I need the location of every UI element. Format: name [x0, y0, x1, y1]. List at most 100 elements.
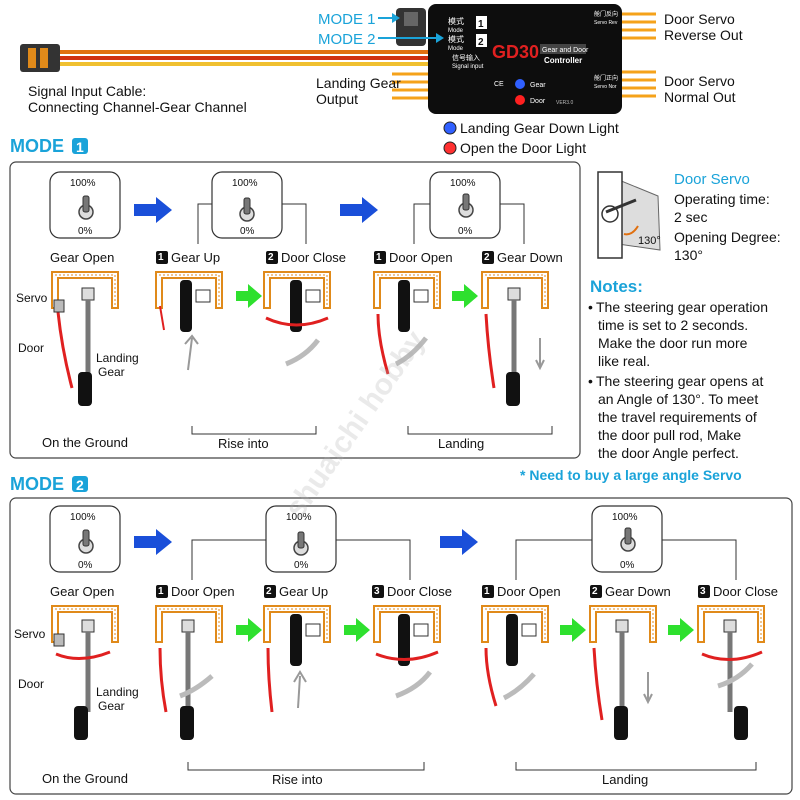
servo-angle-mark: 130°: [638, 235, 661, 247]
model-name: GD30: [492, 42, 539, 62]
note2-line1: an Angle of 130°. To meet: [598, 391, 758, 407]
note1-line3: like real.: [598, 353, 650, 369]
mode2-step-1: Door Open: [171, 584, 235, 599]
svg-text:100%: 100%: [450, 178, 476, 189]
mode1-label-door: Door: [18, 341, 44, 355]
door-servo-graphic: 130°: [597, 171, 661, 259]
svg-text:2: 2: [484, 252, 490, 263]
svg-text:1: 1: [484, 586, 490, 597]
note2-line2: the travel requirements of: [598, 409, 757, 425]
callout-mode1: MODE 1: [318, 11, 376, 28]
door-led-label: Door: [530, 98, 546, 105]
mode2-switch-2: 100% 0%: [191, 505, 411, 580]
door-servo-title: Door Servo: [674, 171, 750, 188]
mode2-step-4: Door Open: [497, 584, 561, 599]
mode1-switch-2: 100% 0%: [197, 171, 307, 244]
mode2-bay-door-open-1: [155, 605, 223, 740]
callout-landing-gear-1: Landing Gear: [316, 75, 401, 91]
mode1-label-lg2: Gear: [98, 365, 125, 379]
mode2-label-lg1: Landing: [96, 685, 139, 699]
gd30-controller: 模式 Mode 1 模式 Mode 2 信号输入 Signal input GD…: [428, 4, 622, 114]
mode2-switch-3: 100% 0%: [515, 505, 737, 580]
mode2-bay-door-close-1: [373, 605, 441, 699]
mode1-switch-1: 100% 0%: [49, 171, 121, 239]
mode2-number: 2: [76, 477, 84, 493]
svg-text:100%: 100%: [70, 512, 96, 523]
svg-text:1: 1: [158, 586, 164, 597]
note2-line3: the door pull rod, Make: [598, 427, 741, 443]
svg-text:2: 2: [266, 586, 272, 597]
svg-text:CE: CE: [494, 81, 504, 88]
svg-text:0%: 0%: [620, 560, 635, 571]
svg-text:3: 3: [374, 586, 380, 597]
svg-text:2: 2: [478, 37, 484, 48]
callout-landing-gear-2: Output: [316, 91, 358, 107]
note2-line0: The steering gear opens at: [596, 373, 763, 389]
svg-text:100%: 100%: [612, 512, 638, 523]
mode2-bay-gear-up: [263, 605, 331, 713]
mode2-step-5: Gear Down: [605, 584, 671, 599]
notes-need: * Need to buy a large angle Servo: [520, 467, 742, 483]
mode2-group-1: Rise into: [272, 772, 323, 787]
gear-led-icon: [515, 79, 525, 89]
svg-text:2: 2: [268, 252, 274, 263]
mode1-header: MODE: [10, 136, 64, 156]
svg-text:100%: 100%: [232, 178, 258, 189]
mode1-bay-door-close: [263, 271, 331, 367]
svg-text:0%: 0%: [78, 560, 93, 571]
signal-en: Signal input: [452, 64, 484, 70]
mode1-bay-ground: [51, 271, 119, 406]
notes-title: Notes:: [590, 277, 643, 296]
mode1-group-0: On the Ground: [42, 435, 128, 450]
svg-text:0%: 0%: [458, 226, 473, 237]
mode2-step-3: Door Close: [387, 584, 452, 599]
version: VER3.0: [556, 100, 573, 106]
mode2-step-0: Gear Open: [50, 584, 114, 599]
mode1-label-lg1: Landing: [96, 351, 139, 365]
svg-text:•: •: [588, 299, 593, 315]
note1-line2: Make the door run more: [598, 335, 748, 351]
callout-signal-1: Signal Input Cable:: [28, 83, 146, 99]
signal-cable: [20, 44, 440, 72]
output-wires-right: [622, 12, 656, 98]
svg-text:1: 1: [158, 252, 164, 263]
subtitle-2: Controller: [544, 56, 582, 65]
svg-text:3: 3: [700, 586, 706, 597]
mode1-bay-door-open: [373, 271, 441, 375]
mode1-group-1: Rise into: [218, 436, 269, 451]
mode1-label-servo: Servo: [16, 291, 48, 305]
note2-line4: the door Angle perfect.: [598, 445, 739, 461]
callout-signal-2: Connecting Channel-Gear Channel: [28, 99, 247, 115]
subtitle-1: Gear and Door: [542, 47, 589, 54]
mode2-step-6: Door Close: [713, 584, 778, 599]
mode1-step-1: Gear Up: [171, 250, 220, 265]
callout-servo-nor-1: Door Servo: [664, 73, 735, 89]
note1-line0: The steering gear operation: [596, 299, 768, 315]
mode1-cn: 模式: [448, 16, 464, 26]
svg-text:0%: 0%: [78, 226, 93, 237]
mode2-group-2: Landing: [602, 772, 648, 787]
mode1-group-2: Landing: [438, 436, 484, 451]
door-servo-angle-value: 130°: [674, 247, 703, 263]
mode1-en: Mode: [448, 28, 464, 34]
output-wires-left: [392, 72, 428, 100]
callout-servo-rev-1: Door Servo: [664, 11, 735, 27]
mode1-switch-3: 100% 0%: [413, 171, 525, 244]
svg-text:0%: 0%: [294, 560, 309, 571]
svg-text:100%: 100%: [70, 178, 96, 189]
callout-servo-rev-2: Reverse Out: [664, 27, 743, 43]
mode1-number: 1: [76, 139, 84, 155]
mode2-bay-gear-down: [589, 605, 657, 740]
mode2-label-servo: Servo: [14, 627, 46, 641]
svg-text:1: 1: [478, 19, 484, 30]
rev-cn: 舱门反向: [594, 10, 618, 18]
svg-text:1: 1: [376, 252, 382, 263]
mode2-switch-1: 100% 0%: [49, 505, 121, 573]
mode1-step-4: Gear Down: [497, 250, 563, 265]
door-servo-angle-label: Opening Degree:: [674, 229, 781, 245]
mode1-step-0: Gear Open: [50, 250, 114, 265]
rev-en: Servo Rev: [594, 20, 618, 26]
mode1-bay-gear-up: [155, 271, 223, 371]
mode2-label-door: Door: [18, 677, 44, 691]
